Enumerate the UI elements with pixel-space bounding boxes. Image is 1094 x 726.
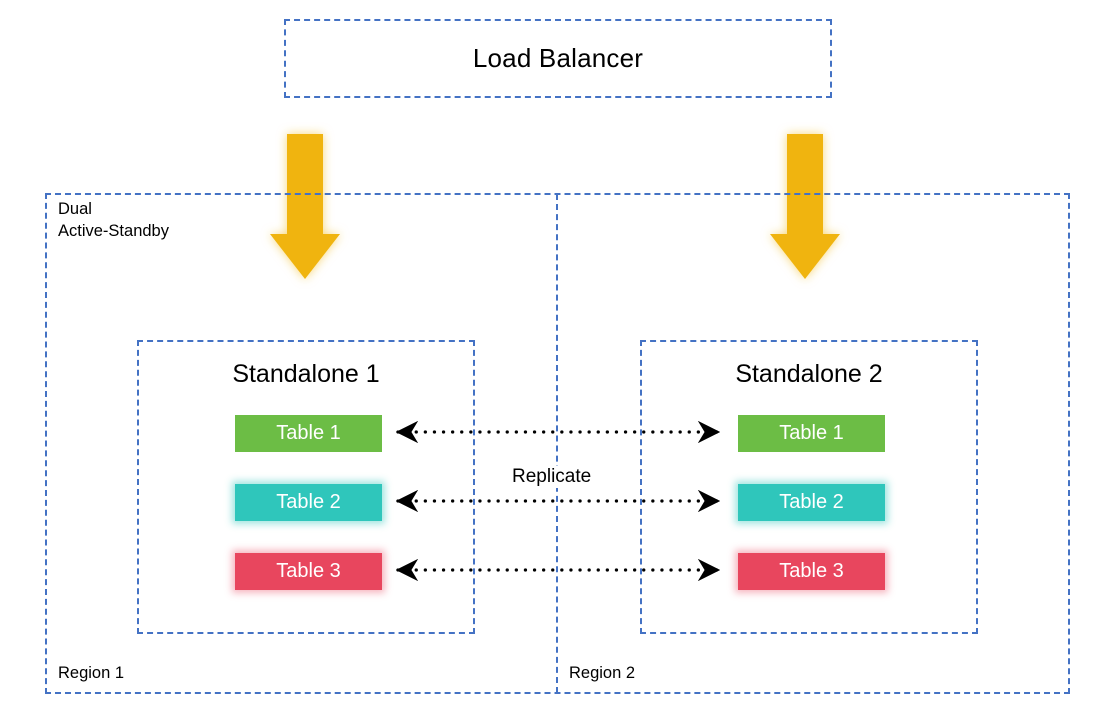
- standalone-2-table-1[interactable]: Table 1: [738, 415, 885, 452]
- table-chip-label: Table 1: [276, 422, 341, 444]
- standalone-1-table-3[interactable]: Table 3: [235, 553, 382, 590]
- table-chip-label: Table 1: [779, 422, 844, 444]
- load-balancer-label: Load Balancer: [472, 43, 644, 73]
- standalone-1-title: Standalone 1: [232, 360, 380, 388]
- standalone-2-title: Standalone 2: [735, 360, 883, 388]
- traffic-arrow-right-icon: [770, 134, 840, 279]
- table-chip-label: Table 2: [779, 491, 844, 513]
- region-2-label: Region 2: [569, 664, 636, 682]
- region-1-label: Region 1: [58, 664, 125, 682]
- standalone-2-table-3[interactable]: Table 3: [738, 553, 885, 590]
- standalone-2-table-2[interactable]: Table 2: [738, 484, 885, 521]
- standalone-1-table-1[interactable]: Table 1: [235, 415, 382, 452]
- replicate-label: Replicate: [509, 466, 595, 488]
- load-balancer-box: Load Balancer: [284, 19, 832, 98]
- table-chip-label: Table 3: [276, 560, 341, 582]
- table-chip-label: Table 3: [779, 560, 844, 582]
- standalone-2-box: Standalone 2 Table 1 Table 2 Table 3: [640, 340, 978, 634]
- standalone-1-box: Standalone 1 Table 1 Table 2 Table 3: [137, 340, 475, 634]
- table-chip-label: Table 2: [276, 491, 341, 513]
- traffic-arrow-left-icon: [270, 134, 340, 279]
- dual-active-standby-label: Dual Active-Standby: [58, 200, 169, 240]
- region-divider: [556, 194, 558, 693]
- standalone-1-table-2[interactable]: Table 2: [235, 484, 382, 521]
